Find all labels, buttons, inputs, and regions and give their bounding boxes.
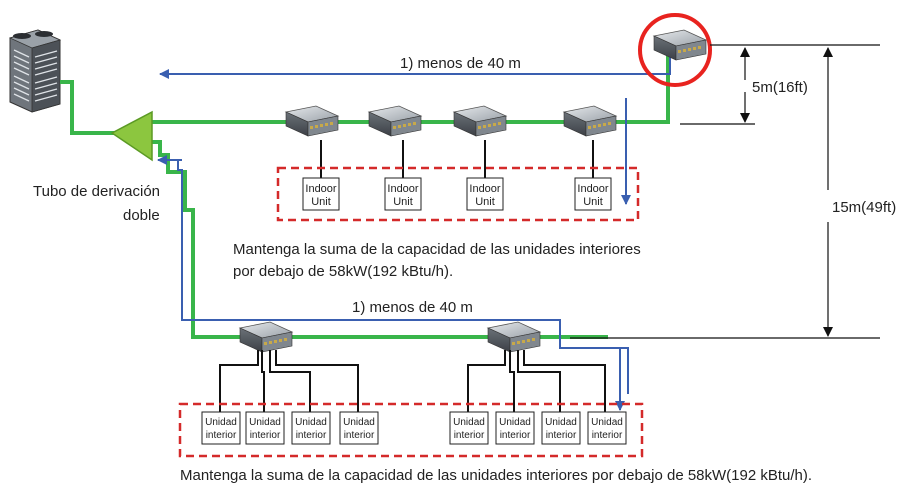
svg-text:Unit: Unit bbox=[311, 196, 331, 208]
svg-text:Unidad: Unidad bbox=[499, 417, 531, 428]
indoor-unit-box: Indoor Unit bbox=[384, 177, 422, 211]
svg-text:interior: interior bbox=[454, 430, 485, 441]
capacity-note-top-1: Mantenga la suma de la capacidad de las … bbox=[233, 241, 641, 258]
svg-text:Indoor: Indoor bbox=[577, 183, 609, 195]
indoor-unit-box: Unidad interior bbox=[495, 411, 535, 445]
svg-text:interior: interior bbox=[592, 430, 623, 441]
bottom-unit-group bbox=[178, 402, 644, 458]
svg-text:interior: interior bbox=[250, 430, 281, 441]
height-small-label: 5m(16ft) bbox=[752, 79, 808, 96]
svg-text:Unit: Unit bbox=[583, 196, 603, 208]
indoor-unit-box: Unidad interior bbox=[339, 411, 379, 445]
svg-text:interior: interior bbox=[546, 430, 577, 441]
capacity-note-bottom: Mantenga la suma de la capacidad de las … bbox=[180, 467, 812, 484]
svg-text:Unidad: Unidad bbox=[249, 417, 281, 428]
svg-text:interior: interior bbox=[500, 430, 531, 441]
outdoor-unit-icon bbox=[8, 29, 62, 113]
svg-text:Unit: Unit bbox=[393, 196, 413, 208]
svg-text:Unidad: Unidad bbox=[545, 417, 577, 428]
indoor-unit-box: Indoor Unit bbox=[302, 177, 340, 211]
indoor-unit-box: Unidad interior bbox=[245, 411, 285, 445]
svg-text:Indoor: Indoor bbox=[305, 183, 337, 195]
svg-text:Unit: Unit bbox=[475, 196, 495, 208]
svg-text:Unidad: Unidad bbox=[295, 417, 327, 428]
top-length-label: 1) menos de 40 m bbox=[400, 55, 521, 72]
svg-text:interior: interior bbox=[296, 430, 327, 441]
indoor-unit-box: Unidad interior bbox=[291, 411, 331, 445]
svg-text:Unidad: Unidad bbox=[343, 417, 375, 428]
unit-drop-lines bbox=[320, 140, 594, 178]
branch-tube-label-2: doble bbox=[123, 207, 160, 224]
indoor-unit-box: Indoor Unit bbox=[466, 177, 504, 211]
svg-text:Indoor: Indoor bbox=[387, 183, 419, 195]
indoor-unit-box: Unidad interior bbox=[541, 411, 581, 445]
svg-text:Unidad: Unidad bbox=[205, 417, 237, 428]
length-lines bbox=[158, 51, 690, 411]
highlight-circle bbox=[638, 13, 712, 87]
top-indoor-units: Indoor Unit Indoor Unit Indoor Unit Indo… bbox=[302, 177, 612, 211]
svg-text:Indoor: Indoor bbox=[469, 183, 501, 195]
svg-text:Unidad: Unidad bbox=[453, 417, 485, 428]
top-unit-group bbox=[276, 166, 640, 222]
branch-pipe-icon bbox=[110, 110, 153, 162]
capacity-note-top-2: por debajo de 58kW(192 kBtu/h). bbox=[233, 263, 453, 280]
bottom-indoor-units: Unidad interior Unidad interior Unidad i… bbox=[201, 411, 627, 445]
svg-text:interior: interior bbox=[206, 430, 237, 441]
height-dimensions bbox=[570, 44, 880, 339]
height-large-label: 15m(49ft) bbox=[832, 199, 896, 216]
indoor-unit-box: Unidad interior bbox=[449, 411, 489, 445]
unit-drop-lines-bottom bbox=[219, 350, 606, 412]
indoor-unit-box: Unidad interior bbox=[587, 411, 627, 445]
branch-tube-label-1: Tubo de derivación bbox=[33, 183, 160, 200]
indoor-unit-box: Unidad interior bbox=[201, 411, 241, 445]
svg-text:interior: interior bbox=[344, 430, 375, 441]
indoor-unit-box: Indoor Unit bbox=[574, 177, 612, 211]
bottom-length-label: 1) menos de 40 m bbox=[352, 299, 473, 316]
svg-text:Unidad: Unidad bbox=[591, 417, 623, 428]
